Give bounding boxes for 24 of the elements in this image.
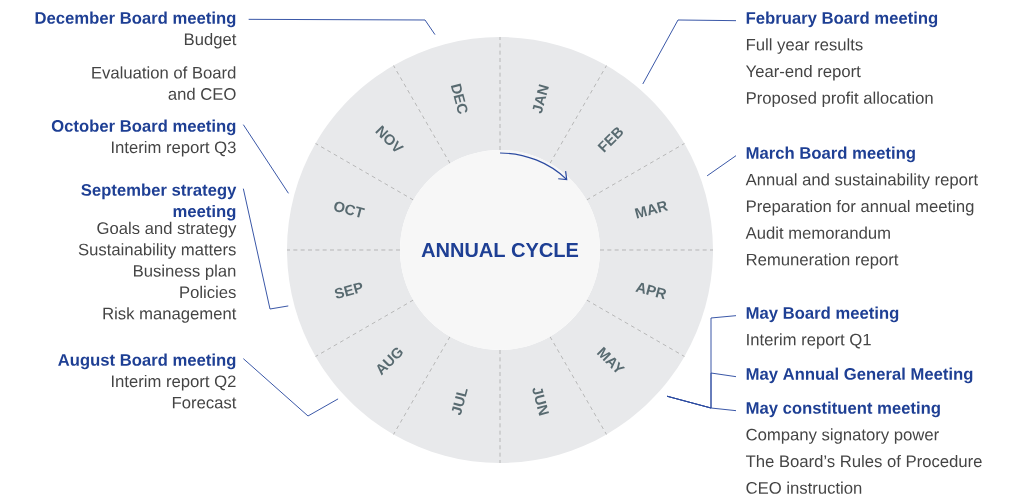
leader-line [666, 395, 737, 412]
meeting-note: December Board meeting Budget Evaluation of Board and CEO [35, 11, 237, 100]
meeting-note: September strategy meeting Goals and strategy Sustainability matters Business plan Policies Risk management [78, 183, 237, 323]
node-label: JUL [451, 389, 468, 415]
meeting-note: May constituent meeting Company signatory power The Board’s Rules of Procedure CEO instruction [746, 401, 982, 494]
meeting-note: October Board meeting Interim report Q3 [51, 119, 236, 157]
leader-line [242, 124, 289, 194]
node-label: APR [635, 282, 667, 300]
leader-line [642, 19, 737, 85]
meeting-note: August Board meeting Interim report Q2 Forecast [58, 353, 237, 409]
leader-line [242, 358, 339, 417]
leader-line [248, 18, 436, 36]
leader-line [706, 155, 737, 177]
meeting-note: May Board meeting Interim report Q1 [746, 306, 899, 349]
node-label: JAN [532, 84, 549, 114]
node-label: JUN [532, 387, 549, 416]
node-label: DEC [450, 83, 468, 114]
node-label: MAR [634, 201, 669, 219]
meeting-note: February Board meeting Full year results Year-end report Proposed profit allocation [746, 11, 938, 108]
meeting-note: May Annual General Meeting [746, 367, 973, 384]
meeting-note: March Board meeting Annual and sustainability report Preparation for annual meeting Audit memorandum Remuneration report [745, 146, 978, 269]
node-label: SEP [334, 282, 363, 299]
leader-line [242, 188, 289, 310]
node-label: OCT [334, 201, 365, 218]
